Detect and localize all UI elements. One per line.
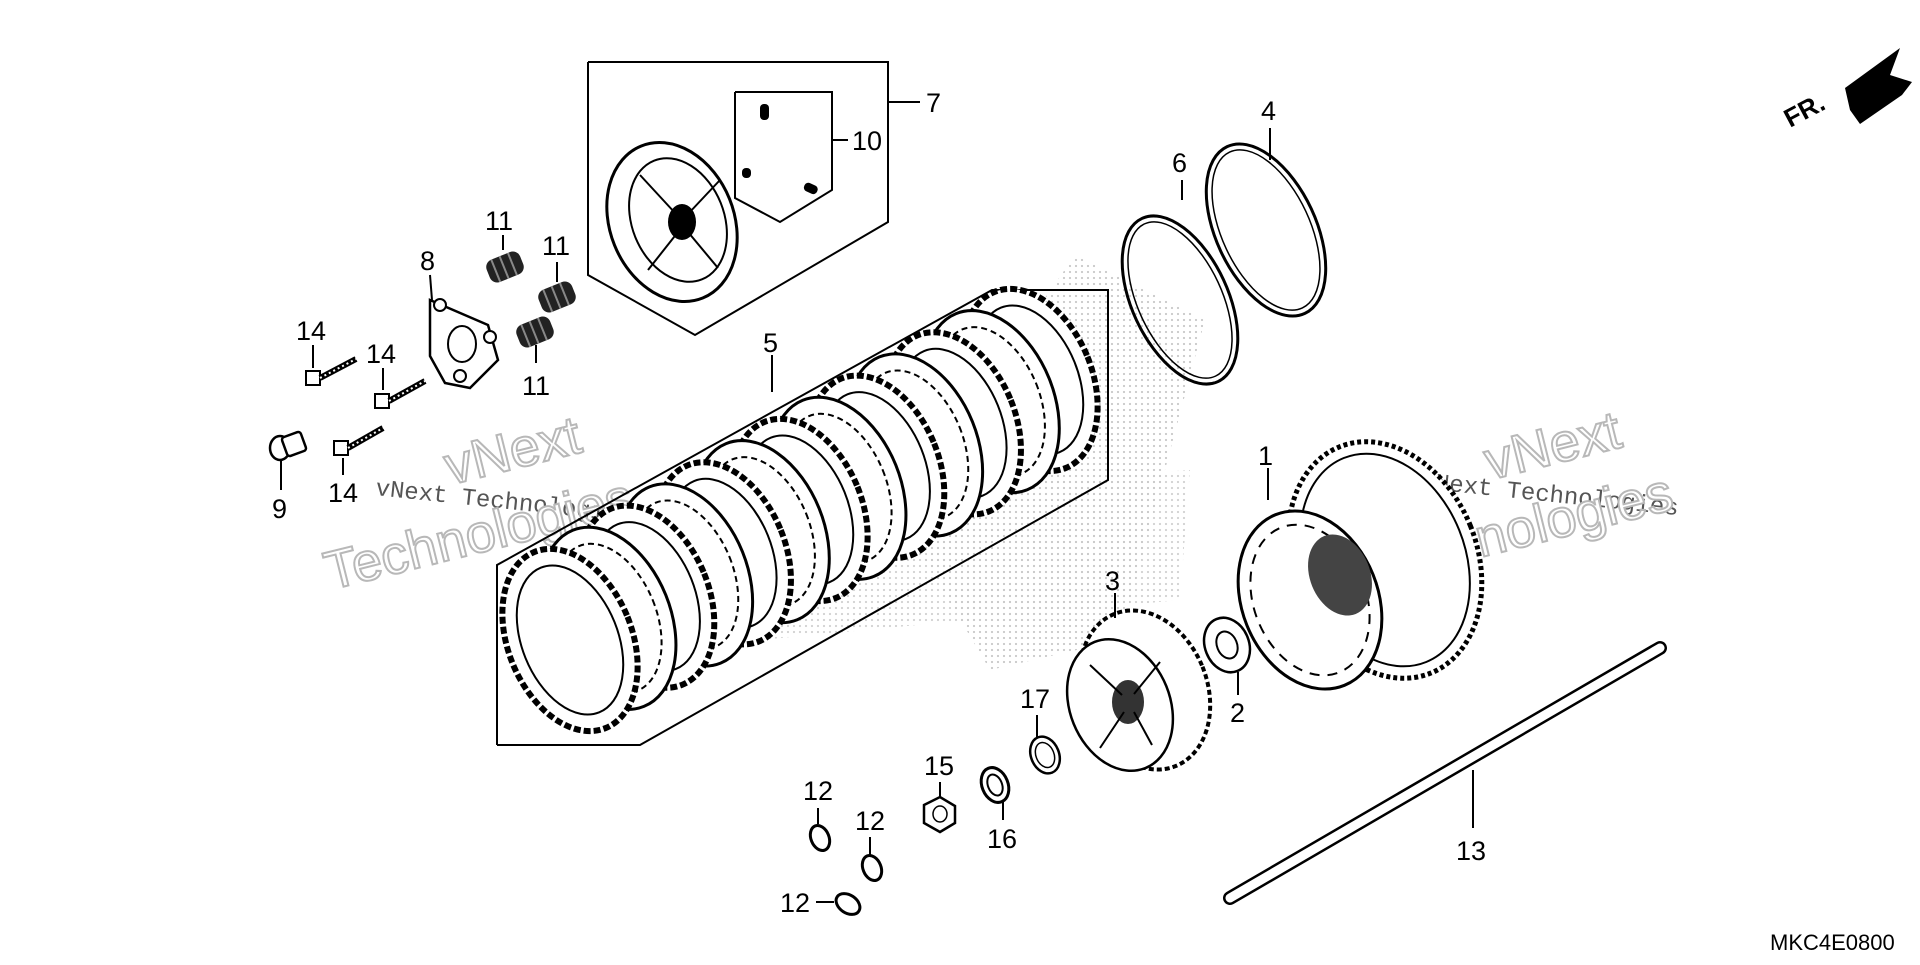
callout-13: 13 (1456, 836, 1486, 866)
callout-16: 16 (987, 824, 1017, 854)
washer-17 (1028, 715, 1062, 775)
callout-8: 8 (420, 246, 435, 276)
clutch-outer (1236, 439, 1485, 691)
bolts (268, 345, 427, 490)
lifter-plate (428, 274, 500, 390)
pressure-plate-group (587, 61, 920, 337)
lock-nut (922, 782, 957, 834)
callout-14-b: 14 (366, 339, 396, 369)
callout-14-c: 14 (328, 478, 358, 508)
clutch-disc (499, 545, 641, 735)
lifter-pins (742, 104, 818, 195)
large-o-rings (1120, 128, 1328, 386)
push-rod (1223, 641, 1667, 905)
callout-3: 3 (1105, 566, 1120, 596)
clutch-center (1065, 593, 1213, 773)
clutch-disc-stack (496, 285, 1109, 746)
front-direction-indicator: FR. (1779, 48, 1912, 133)
pressure-plate (605, 141, 739, 303)
callout-5: 5 (763, 328, 778, 358)
callout-11-b: 11 (542, 231, 570, 261)
callout-11-c: 11 (522, 371, 550, 401)
callout-6: 6 (1172, 148, 1187, 178)
callout-12-b: 12 (855, 806, 885, 836)
callout-2: 2 (1230, 698, 1245, 728)
callout-14-a: 14 (296, 316, 326, 346)
front-direction-label: FR. (1779, 87, 1830, 133)
callout-12-c: 12 (780, 888, 810, 918)
callout-7: 7 (926, 88, 941, 118)
diagram-code: MKC4E0800 (1770, 930, 1895, 955)
callout-4: 4 (1261, 96, 1276, 126)
callout-15: 15 (924, 751, 954, 781)
callout-17: 17 (1020, 684, 1050, 714)
callout-labels: 1 2 3 4 5 6 7 8 9 10 11 11 11 12 12 12 1… (272, 88, 1486, 918)
callout-9: 9 (272, 494, 287, 524)
callout-11-a: 11 (485, 206, 513, 236)
washer-16 (979, 766, 1011, 820)
callout-10: 10 (852, 126, 882, 156)
callout-12-a: 12 (803, 776, 833, 806)
small-o-rings (808, 808, 884, 916)
clutch-springs (486, 235, 576, 363)
thrust-washer (1202, 616, 1252, 695)
callout-1: 1 (1258, 441, 1273, 471)
